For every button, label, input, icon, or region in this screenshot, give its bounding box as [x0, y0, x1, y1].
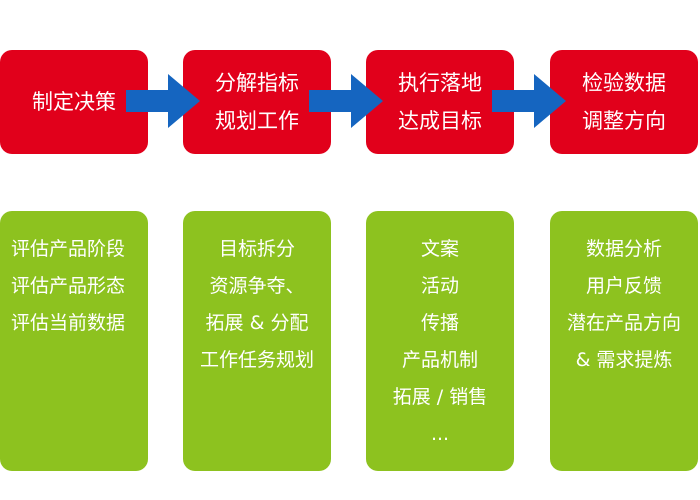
detail-line: 评估产品阶段	[11, 238, 126, 260]
detail-line: 产品机制	[401, 349, 478, 371]
detail-line: 工作任务规划	[199, 349, 314, 371]
step-line: 调整方向	[582, 109, 666, 133]
detail-line: 用户反馈	[585, 275, 662, 297]
step-box-execute: 执行落地 达成目标	[366, 50, 514, 154]
arrow-right-icon	[492, 74, 566, 128]
step-line: 分解指标	[215, 71, 299, 95]
detail-box-execute: 文案 活动 传播 产品机制 拓展 / 销售 ...	[366, 211, 514, 471]
detail-line: 评估产品形态	[11, 275, 126, 297]
detail-line: 潜在产品方向	[566, 312, 681, 334]
detail-line: ...	[430, 423, 450, 445]
detail-line: 拓展 & 分配	[205, 312, 309, 334]
detail-line: 传播	[420, 312, 459, 334]
detail-line: 活动	[420, 275, 459, 297]
arrow-right-icon	[309, 74, 383, 128]
detail-box-decision: 评估产品阶段 评估产品形态 评估当前数据	[0, 211, 148, 471]
step-line: 检验数据	[582, 71, 666, 95]
detail-line: 资源争夺、	[209, 275, 305, 297]
detail-box-verify: 数据分析 用户反馈 潜在产品方向 & 需求提炼	[550, 211, 698, 471]
step-line: 规划工作	[215, 109, 299, 133]
step-line: 执行落地	[398, 71, 482, 95]
step-line: 达成目标	[398, 109, 482, 133]
detail-line: 文案	[420, 238, 459, 260]
detail-line: 评估当前数据	[11, 312, 126, 334]
detail-line: 数据分析	[585, 238, 662, 260]
step-box-verify: 检验数据 调整方向	[550, 50, 698, 154]
detail-line: 拓展 / 销售	[392, 386, 488, 408]
detail-line: 目标拆分	[218, 238, 295, 260]
step-box-breakdown: 分解指标 规划工作	[183, 50, 331, 154]
step-line: 制定决策	[32, 90, 116, 114]
detail-box-breakdown: 目标拆分 资源争夺、 拓展 & 分配 工作任务规划	[183, 211, 331, 471]
step-box-decision: 制定决策	[0, 50, 148, 154]
arrow-right-icon	[126, 74, 200, 128]
detail-line: & 需求提炼	[575, 349, 673, 371]
